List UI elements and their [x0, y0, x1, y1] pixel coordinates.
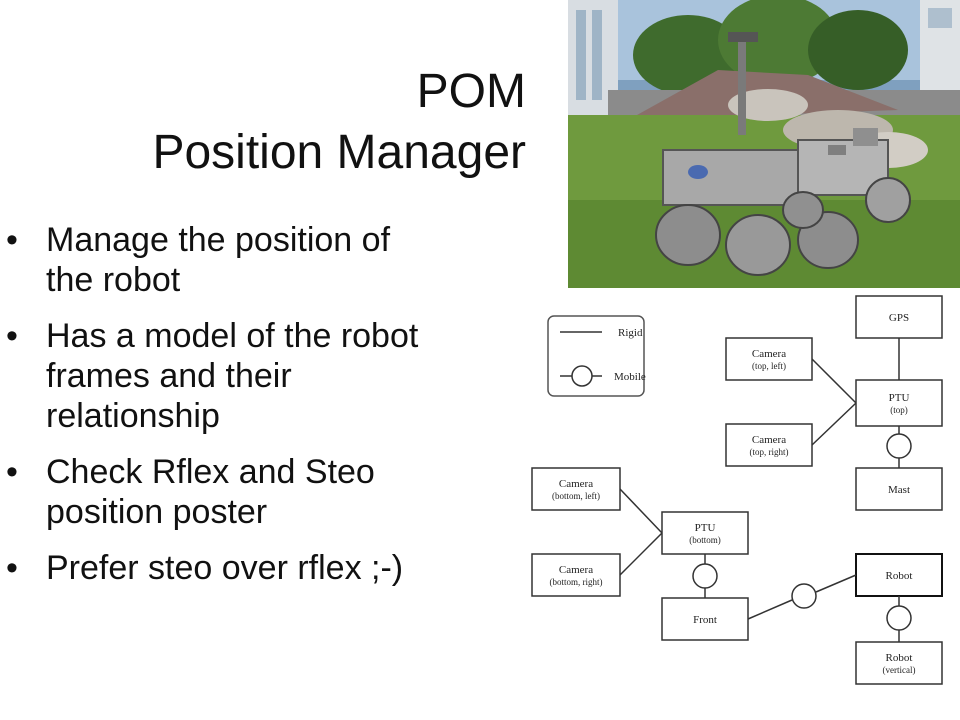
node-camera-bottom-right-name: Camera: [559, 564, 593, 576]
bullet-list: Manage the position of the robot Has a m…: [6, 220, 526, 604]
bullet-text: position poster: [46, 493, 268, 531]
bullet-item: Check Rflex and Steo position poster: [6, 452, 526, 532]
node-ptu-bottom-pos: (bottom): [689, 535, 721, 545]
node-ptu-top-pos: (top): [890, 405, 908, 415]
node-gps: GPS: [889, 312, 909, 324]
node-robot-vertical-pos: (vertical): [883, 665, 916, 675]
bullet-text: Has a model of the robot: [46, 317, 419, 355]
bullet-text: frames and their: [46, 357, 292, 395]
robot-photo: [568, 0, 960, 288]
frames-diagram: Rigid Mobile GPS Camera (top, left) Came…: [531, 295, 943, 685]
bullet-text: the robot: [46, 261, 181, 299]
bullet-text: relationship: [46, 397, 220, 435]
node-camera-top-right-name: Camera: [752, 434, 786, 446]
bullet-text: Manage the position of: [46, 221, 391, 259]
bullet-item: Manage the position of the robot: [6, 220, 526, 300]
slide-title: POM Position Manager: [40, 62, 526, 183]
node-camera-bottom-right-pos: (bottom, right): [550, 577, 603, 587]
bullet-text: Check Rflex and Steo: [46, 453, 375, 491]
node-camera-top-left-pos: (top, left): [752, 361, 786, 371]
node-camera-bottom-left-name: Camera: [559, 478, 593, 490]
node-front: Front: [693, 614, 717, 626]
bullet-text: Prefer steo over rflex ;-): [46, 549, 404, 587]
title-line-1: POM: [416, 65, 526, 118]
legend-rigid-label: Rigid: [618, 327, 643, 339]
node-ptu-top-name: PTU: [889, 392, 910, 404]
node-camera-bottom-left-pos: (bottom, left): [552, 491, 600, 501]
title-line-2: Position Manager: [152, 126, 526, 179]
node-ptu-bottom-name: PTU: [695, 522, 716, 534]
bullet-item: Prefer steo over rflex ;-): [6, 548, 526, 588]
legend-mobile-label: Mobile: [614, 371, 646, 383]
node-robot: Robot: [886, 570, 913, 582]
bullet-item: Has a model of the robot frames and thei…: [6, 316, 526, 436]
node-robot-vertical-name: Robot: [886, 652, 913, 664]
node-camera-top-right-pos: (top, right): [750, 447, 789, 457]
node-camera-top-left-name: Camera: [752, 348, 786, 360]
node-mast: Mast: [888, 484, 910, 496]
